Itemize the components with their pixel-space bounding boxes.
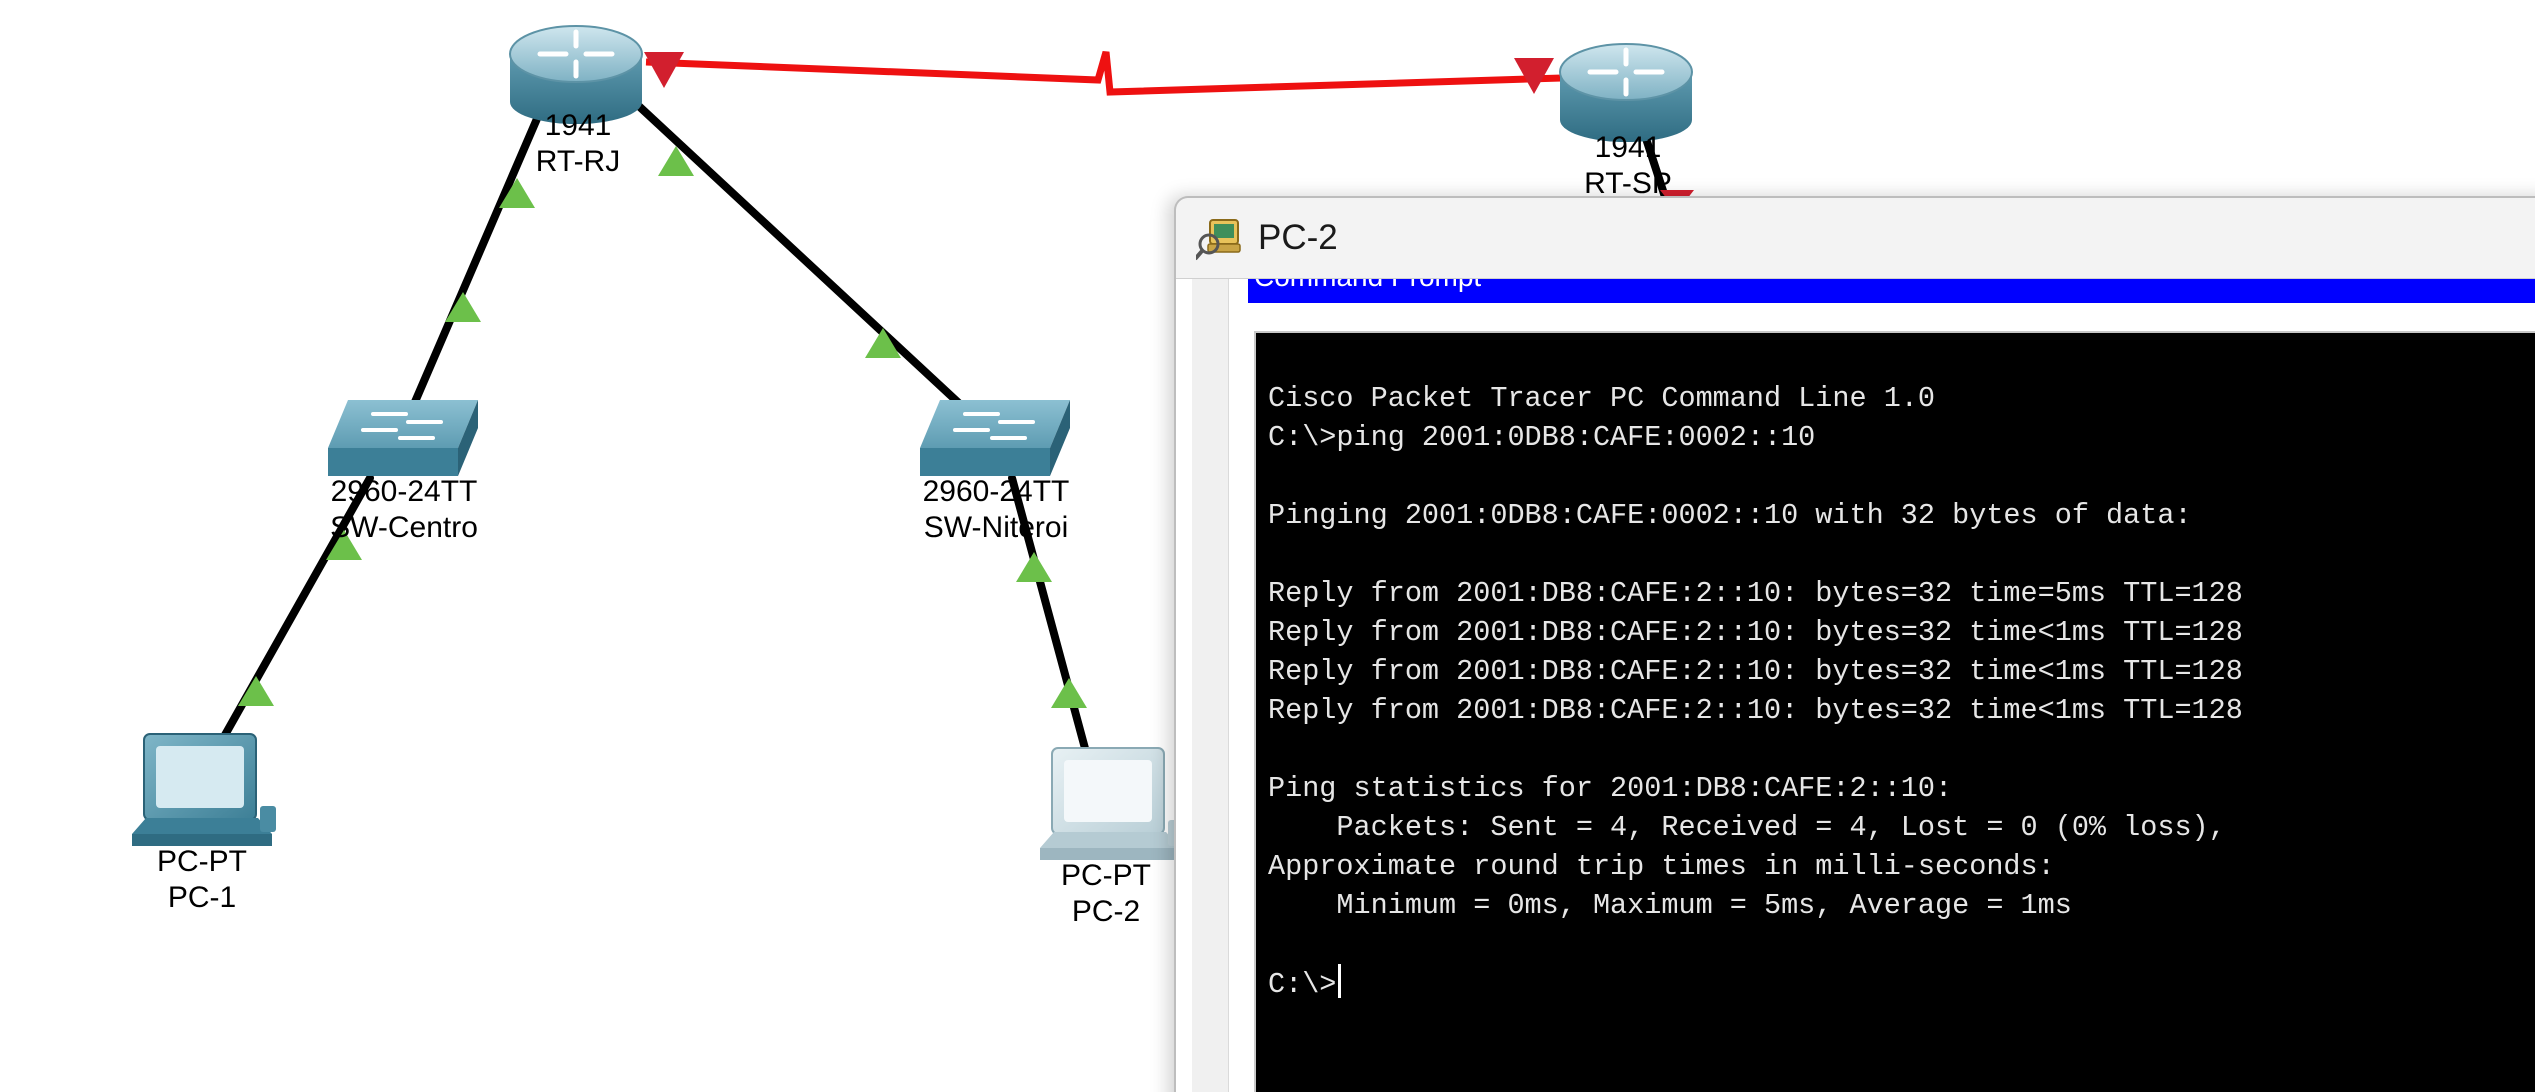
console-line: Approximate round trip times in milli-se… <box>1268 850 2055 883</box>
pc-config-icon <box>1196 219 1241 260</box>
router-arrows-icon <box>1587 47 1665 97</box>
serial-link-rtrj-rtsp[interactable] <box>645 51 1563 96</box>
rt-rj-model: 1941 <box>544 109 612 142</box>
switch-arrows-icon <box>953 412 1035 440</box>
link-up-icon <box>865 328 901 358</box>
link-rtrj-swniteroi[interactable] <box>596 66 994 436</box>
console-line: Reply from 2001:DB8:CAFE:2::10: bytes=32… <box>1268 577 2243 610</box>
rt-sp-name: RT-SP <box>1584 167 1672 200</box>
console-line: Reply from 2001:DB8:CAFE:2::10: bytes=32… <box>1268 616 2243 649</box>
console-line: Pinging 2001:0DB8:CAFE:0002::10 with 32 … <box>1268 499 2192 532</box>
switch-arrows-icon <box>361 412 443 440</box>
link-up-icon <box>238 676 274 706</box>
sw-centro-label: 2960-24TT SW-Centro <box>330 474 478 546</box>
router-arrows-icon <box>537 29 615 79</box>
window-side-gutter <box>1192 279 1229 1092</box>
pc-1-name: PC-1 <box>167 881 237 914</box>
link-status-down-markers <box>644 52 1694 212</box>
switch-sw-centro[interactable] <box>328 400 478 476</box>
switch-sw-niteroi[interactable] <box>920 400 1070 476</box>
console-line <box>1268 457 2535 496</box>
pc-2-model: PC-PT <box>1061 859 1151 892</box>
sw-centro-model: 2960-24TT <box>330 475 478 508</box>
rt-rj-name: RT-RJ <box>535 145 621 178</box>
console-line: Cisco Packet Tracer PC Command Line 1.0 <box>1268 382 1936 415</box>
console-line: C:\>ping 2001:0DB8:CAFE:0002::10 <box>1268 421 1816 454</box>
console-line: Packets: Sent = 4, Received = 4, Lost = … <box>1268 811 2226 844</box>
rt-sp-model: 1941 <box>1594 131 1662 164</box>
console-line: Ping statistics for 2001:DB8:CAFE:2::10: <box>1268 772 1953 805</box>
link-down-icon <box>1514 58 1554 94</box>
tab-command-prompt-label: Command Prompt <box>1254 279 1481 293</box>
console-line: Reply from 2001:DB8:CAFE:2::10: bytes=32… <box>1268 655 2243 688</box>
text-cursor <box>1338 964 1342 998</box>
pc-2-window[interactable]: PC-2 Command Prompt Cisco Packet Tracer … <box>1174 196 2535 1092</box>
console-line <box>1268 730 2535 769</box>
pc-1-model: PC-PT <box>157 845 247 878</box>
link-up-icon <box>326 530 362 560</box>
router-rt-rj[interactable] <box>509 25 643 124</box>
pc-1-label: PC-PT PC-1 <box>157 844 247 916</box>
pc-2-name: PC-2 <box>1071 895 1141 928</box>
pc-2-label: PC-PT PC-2 <box>1061 858 1151 930</box>
rt-sp-label: 1941 RT-SP <box>1584 130 1672 202</box>
console-prompt-line[interactable]: C:\> <box>1268 964 2535 1003</box>
link-rtrj-swcentro[interactable] <box>398 66 562 436</box>
sw-centro-name: SW-Centro <box>330 511 478 544</box>
link-up-icon <box>1016 552 1052 582</box>
pc-pc-2[interactable] <box>1040 747 1184 860</box>
window-titlebar[interactable]: PC-2 <box>1176 198 2535 278</box>
router-rt-sp[interactable] <box>1559 43 1693 142</box>
console-line: Minimum = 0ms, Maximum = 5ms, Average = … <box>1268 889 2072 922</box>
sw-niteroi-model: 2960-24TT <box>922 475 1070 508</box>
link-up-icon <box>499 178 535 208</box>
link-up-icon <box>445 292 481 322</box>
console-line <box>1268 535 2535 574</box>
window-title: PC-2 <box>1258 218 1338 257</box>
pc-pc-1[interactable] <box>132 733 276 846</box>
link-swcentro-pc1[interactable] <box>208 474 374 762</box>
link-up-icon <box>658 146 694 176</box>
sw-niteroi-label: 2960-24TT SW-Niteroi <box>923 474 1070 546</box>
console-prompt: C:\> <box>1268 968 1337 1001</box>
window-content: Command Prompt Cisco Packet Tracer PC Co… <box>1176 278 2535 1092</box>
sw-niteroi-name: SW-Niteroi <box>923 511 1069 544</box>
tab-command-prompt[interactable]: Command Prompt <box>1248 279 2535 303</box>
console-line: Reply from 2001:DB8:CAFE:2::10: bytes=32… <box>1268 694 2243 727</box>
console-line <box>1268 925 2535 964</box>
link-up-icon <box>1051 678 1087 708</box>
link-status-up-markers <box>238 146 1087 708</box>
link-down-icon <box>644 52 684 88</box>
rt-rj-label: 1941 RT-RJ <box>536 108 620 180</box>
